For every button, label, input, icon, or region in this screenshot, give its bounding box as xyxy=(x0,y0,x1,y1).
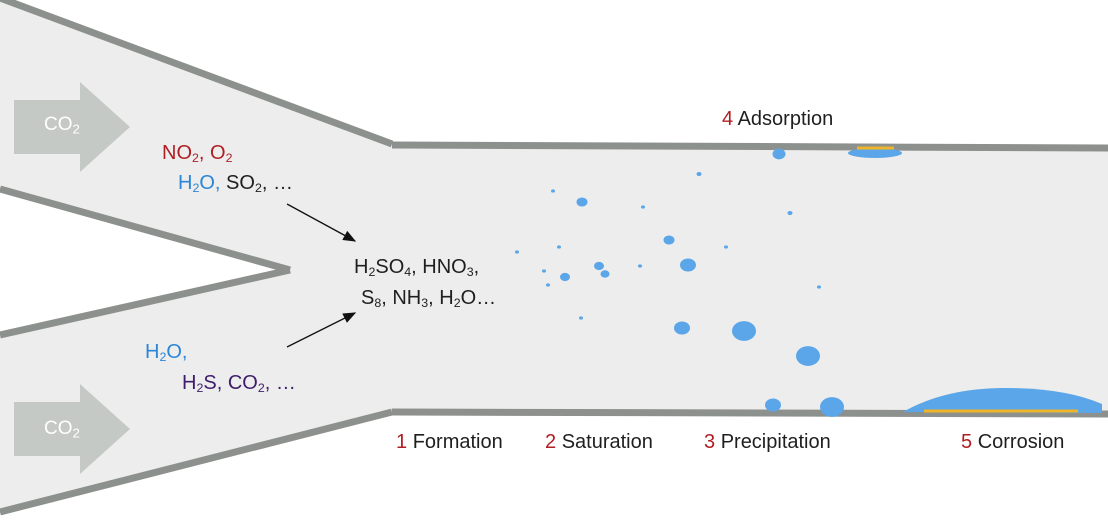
droplet xyxy=(594,261,604,271)
lower-inlet-inner-wall xyxy=(0,266,291,339)
droplet xyxy=(663,235,675,245)
products-line-1: H2SO4, HNO3, xyxy=(354,256,480,280)
droplet xyxy=(557,245,561,249)
droplet xyxy=(696,171,702,177)
upper-inlet-inner-wall xyxy=(0,185,291,274)
droplet xyxy=(796,346,820,366)
products-line-2: S8, NH3, H2O… xyxy=(361,287,497,311)
droplet xyxy=(674,321,690,335)
droplet xyxy=(765,398,781,412)
adsorbed-film-top xyxy=(848,148,902,158)
droplet xyxy=(560,272,570,282)
oxidants-label: NO2, O2 xyxy=(162,142,233,166)
step-precipitation: 3 Precipitation xyxy=(704,431,831,453)
corrosion-water-pool xyxy=(903,388,1102,413)
step-adsorption: 4 Adsorption xyxy=(722,108,834,130)
main-pipe-bottom-wall xyxy=(391,408,1108,418)
droplet xyxy=(680,258,696,272)
droplet xyxy=(732,321,756,341)
droplet xyxy=(576,197,588,207)
droplet xyxy=(641,205,645,209)
droplet xyxy=(546,283,550,287)
main-pipe-top-wall xyxy=(391,141,1108,152)
droplet xyxy=(820,397,844,417)
lower-inlet-impurities-label: H2S, CO2, … xyxy=(182,372,296,396)
droplet xyxy=(724,245,728,249)
step-corrosion: 5 Corrosion xyxy=(961,431,1065,453)
upper-inlet-flow-arrow-icon xyxy=(14,82,130,172)
droplet xyxy=(817,285,821,289)
droplet xyxy=(772,148,786,160)
step-saturation: 2 Saturation xyxy=(545,431,653,453)
lower-inlet-outer-wall xyxy=(0,408,393,516)
droplets xyxy=(515,148,844,417)
water-label: H2O, xyxy=(145,341,188,365)
upper-inlet-pipe xyxy=(0,0,1108,512)
lower-reaction-arrow-icon xyxy=(286,312,357,348)
droplet xyxy=(542,269,546,273)
droplet xyxy=(579,316,583,320)
droplet xyxy=(638,264,642,268)
upper-reaction-arrow-icon xyxy=(286,203,357,242)
upper-co2-label: CO2 xyxy=(44,114,80,137)
droplet xyxy=(551,189,555,193)
droplet xyxy=(787,210,793,216)
lower-inlet-flow-arrow-icon xyxy=(14,384,130,474)
step-formation: 1 Formation xyxy=(396,431,503,453)
droplet xyxy=(515,250,519,254)
lower-co2-label: CO2 xyxy=(44,418,80,441)
upper-inlet-impurities-label: H2O, SO2, … xyxy=(178,172,293,196)
upper-inlet-outer-wall xyxy=(0,0,394,148)
droplet xyxy=(600,270,610,278)
